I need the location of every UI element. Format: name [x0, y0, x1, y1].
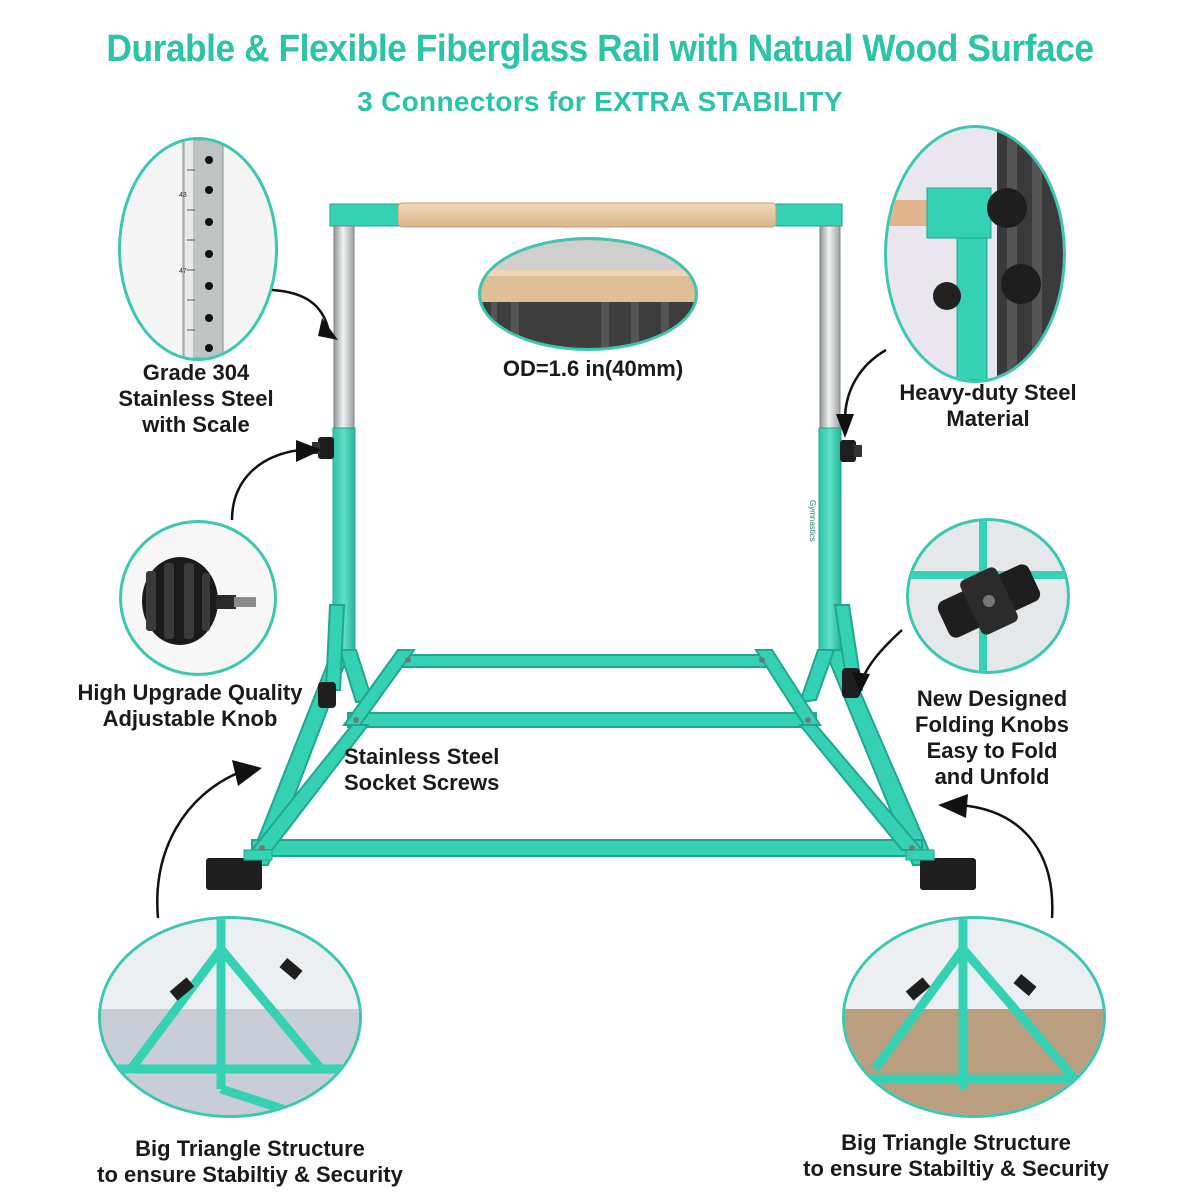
steel-scale-label: Grade 304 Stainless Steel with Scale: [96, 360, 296, 438]
socket-screws-line-2: Socket Screws: [344, 770, 500, 795]
right-side-rail: [754, 649, 822, 726]
knob-line-1: High Upgrade Quality: [77, 680, 303, 705]
scale-mark-47: 47: [179, 268, 187, 275]
right-foot: [920, 858, 976, 890]
wood-rail: [397, 202, 777, 228]
connector-icon: [909, 521, 1067, 671]
front-crossbar: [251, 839, 923, 857]
rail-od-label: OD=1.6 in(40mm): [502, 356, 684, 381]
arrow-folding-knob: [860, 629, 903, 681]
subtitle: 3 Connectors for EXTRA STABILITY: [357, 86, 843, 117]
triangle-right-inset: [842, 916, 1106, 1118]
scale-mark-43: 43: [179, 192, 187, 199]
knob-icon: [142, 557, 256, 645]
folding-knobs-line-2: Folding Knobs: [915, 712, 1069, 737]
heavy-steel-label: Heavy-duty Steel Material: [858, 380, 1118, 432]
knob-inset: [119, 520, 277, 676]
heavy-steel-line-1: Heavy-duty Steel: [899, 380, 1077, 405]
steel-scale-line-1: Grade 304: [142, 360, 250, 385]
triangle-right-label: Big Triangle Structure to ensure Stabilt…: [746, 1130, 1166, 1182]
triangle-right-line-1: Big Triangle Structure: [841, 1130, 1071, 1155]
folding-knobs-line-3: Easy to Fold: [926, 738, 1058, 763]
main-title: Durable & Flexible Fiberglass Rail with …: [106, 28, 1094, 70]
right-adjust-knob: [840, 440, 862, 462]
triangle-left-line-1: Big Triangle Structure: [135, 1136, 365, 1161]
steel-scale-line-3: with Scale: [142, 412, 250, 437]
steel-scale-line-2: Stainless Steel: [118, 386, 274, 411]
triangle-left-label: Big Triangle Structure to ensure Stabilt…: [40, 1136, 460, 1188]
right-rear-leg: [798, 649, 836, 704]
arrow-knob: [230, 448, 301, 521]
arrow-steel-scale: [271, 288, 330, 329]
steel-scale-inset: 43 47: [118, 137, 278, 361]
arrow-heavy-steel: [843, 348, 887, 421]
folding-knobs-line-1: New Designed: [916, 686, 1068, 711]
triangle-left-line-2: to ensure Stabiltiy & Security: [97, 1162, 403, 1187]
steel-tube-image: [182, 140, 224, 358]
left-folding-knob: [318, 682, 336, 708]
folding-knob-inset: [906, 518, 1070, 674]
socket-screws-line-1: Stainless Steel: [344, 744, 500, 769]
left-brace: [324, 604, 346, 691]
knob-label: High Upgrade Quality Adjustable Knob: [50, 680, 330, 732]
svg-text:Gymnastics: Gymnastics: [808, 500, 817, 542]
triangle-right-line-2: to ensure Stabiltiy & Security: [803, 1156, 1109, 1181]
arrow-triangle-left: [156, 770, 241, 919]
heavy-steel-inset: [884, 125, 1066, 383]
left-foot: [206, 858, 262, 890]
arrow-triangle-right: [959, 803, 1054, 919]
folding-knobs-label: New Designed Folding Knobs Easy to Fold …: [892, 686, 1092, 790]
folding-knobs-line-4: and Unfold: [934, 764, 1050, 789]
knob-line-2: Adjustable Knob: [102, 706, 278, 731]
heavy-steel-line-2: Material: [946, 406, 1030, 431]
socket-screws-label: Stainless Steel Socket Screws: [344, 744, 534, 796]
triangle-left-inset: [98, 916, 362, 1118]
